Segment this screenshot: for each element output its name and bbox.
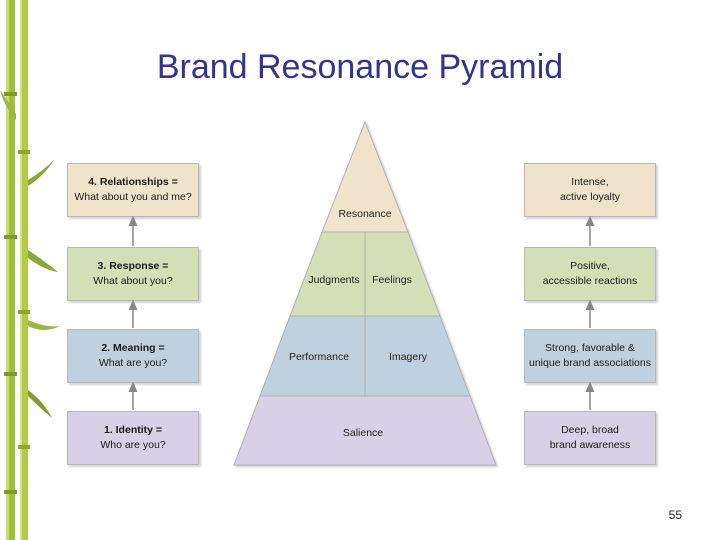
box-line-2: active loyalty: [559, 191, 621, 203]
pyramid-salience-level: [233, 395, 497, 466]
box-line-1: Strong, favorable &: [545, 342, 635, 354]
level-3-objective-box: Positive, accessible reactions: [524, 247, 656, 301]
box-subtext: Who are you?: [100, 439, 166, 451]
pyramid-label-resonance: Resonance: [338, 208, 391, 220]
level-3-question-box: 3. Response = What about you?: [67, 247, 199, 301]
pyramid-label-salience: Salience: [343, 427, 383, 439]
box-line-1: Intense,: [571, 176, 609, 188]
pyramid-label-performance: Performance: [289, 351, 349, 363]
level-1-objective-box: Deep, broad brand awareness: [524, 411, 656, 465]
box-line-2: unique brand associations: [528, 357, 651, 369]
box-line-1: Deep, broad: [561, 424, 619, 436]
level-4-objective-box: Intense, active loyalty: [524, 163, 656, 217]
box-heading: 4. Relationships =: [88, 176, 178, 188]
page-number: 55: [668, 508, 682, 522]
bamboo-decoration: [0, 0, 60, 540]
pyramid-label-imagery: Imagery: [389, 351, 428, 363]
box-line-1: Positive,: [570, 260, 610, 272]
level-1-question-box: 1. Identity = Who are you?: [67, 411, 199, 465]
box-line-2: brand awareness: [549, 439, 631, 451]
level-4-question-box: 4. Relationships = What about you and me?: [67, 163, 199, 217]
box-heading: 2. Meaning =: [101, 342, 165, 354]
box-subtext: What are you?: [98, 357, 168, 369]
brand-pyramid: Resonance Judgments Feelings Performance…: [233, 120, 497, 466]
box-subtext: What about you and me?: [74, 191, 192, 203]
box-heading: 1. Identity =: [103, 424, 163, 436]
page-title: Brand Resonance Pyramid: [156, 48, 564, 86]
pyramid-label-feelings: Feelings: [372, 274, 412, 286]
box-line-2: accessible reactions: [542, 275, 638, 287]
box-heading: 3. Response =: [97, 260, 169, 272]
level-2-question-box: 2. Meaning = What are you?: [67, 329, 199, 383]
pyramid-label-judgments: Judgments: [308, 274, 359, 286]
level-2-objective-box: Strong, favorable & unique brand associat…: [524, 329, 656, 383]
box-subtext: What about you?: [93, 275, 173, 287]
